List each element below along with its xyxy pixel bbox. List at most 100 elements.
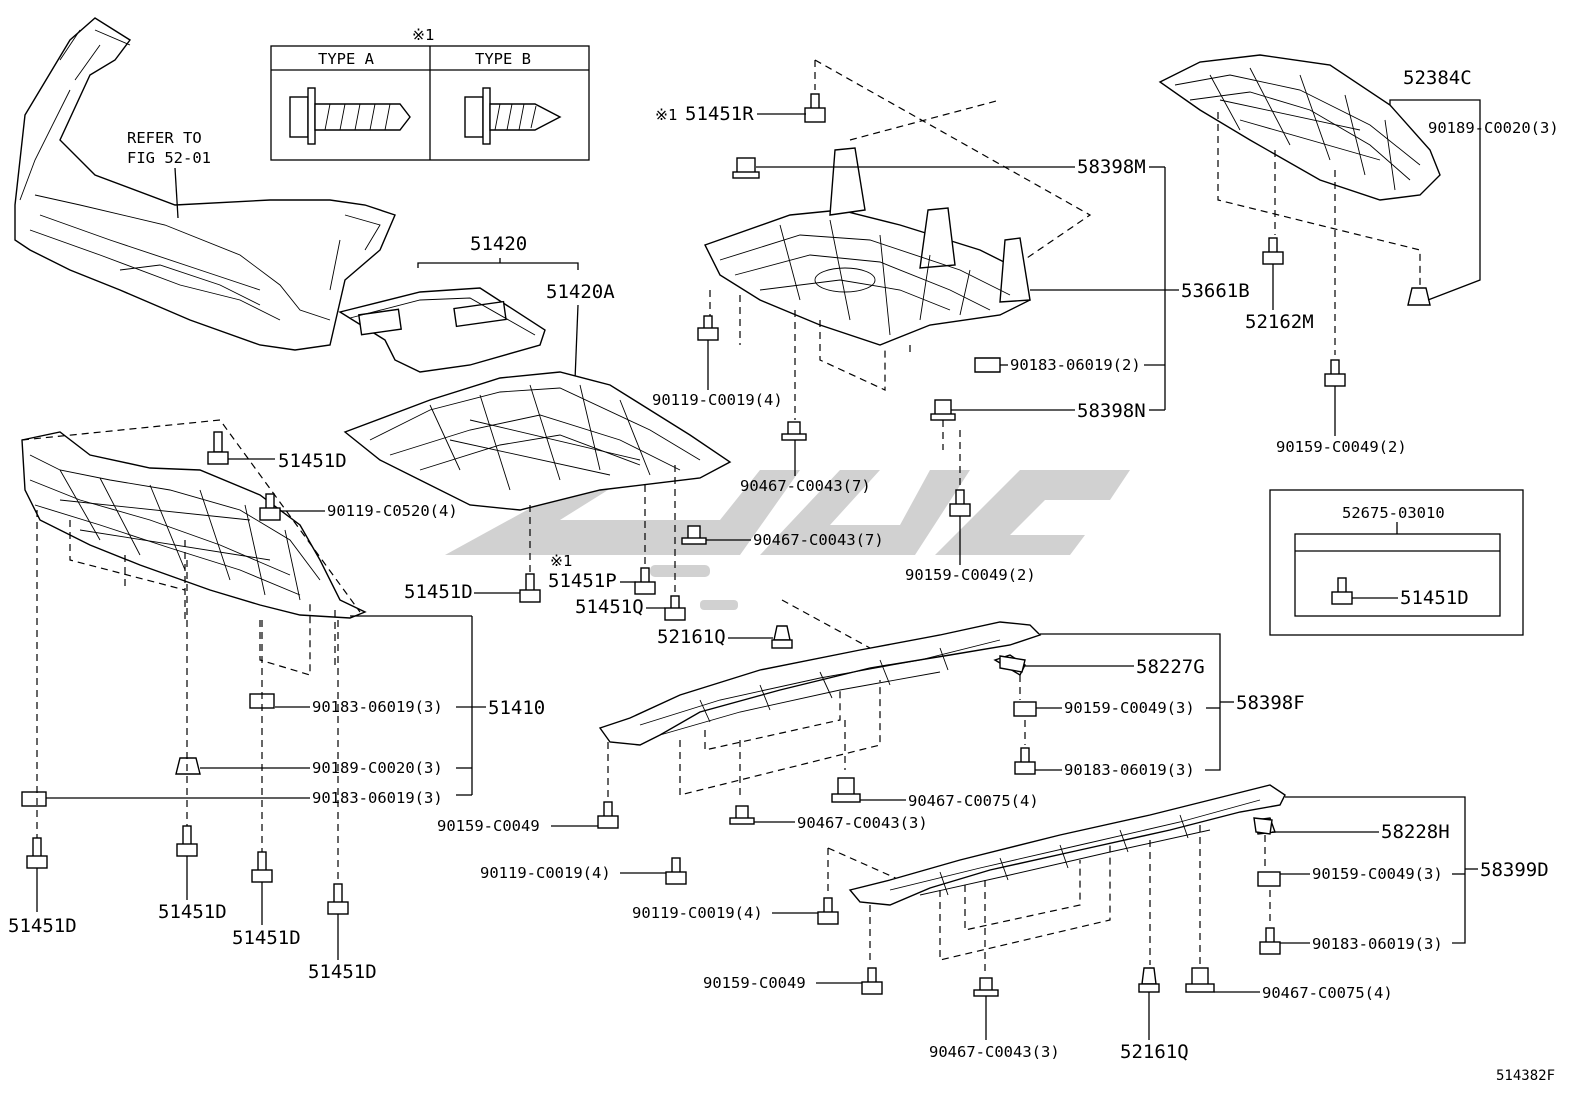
label-90467-C0075-b: 90467-C0075(4) [1262, 984, 1393, 1002]
watermark-logo [445, 470, 1130, 610]
label-90467-C0043-d: 90467-C0043(3) [929, 1043, 1060, 1061]
fastener-90159-C0049-a-icon [597, 801, 619, 829]
bolt-type-a-icon [289, 87, 411, 145]
clip-90467-C0043-a-icon [781, 421, 807, 441]
type-a-label: TYPE A [318, 50, 375, 68]
label-58398M: 58398M [1077, 156, 1146, 178]
part-51420-pad [338, 287, 546, 373]
kit-box-part: 51451D [1400, 587, 1469, 609]
fastener-51451D-c-icon [26, 837, 48, 869]
refer-line1: REFER TO [127, 129, 202, 147]
label-90183-06019-b: 90183-06019(3) [312, 789, 443, 807]
fastener-51451Q-icon [664, 595, 686, 621]
fastener-51451P-icon [634, 567, 656, 595]
label-51451D-e: 51451D [232, 927, 301, 949]
clip-90467-C0043-d-icon [973, 977, 999, 997]
label-51451R: 51451R [685, 103, 754, 125]
fastener-90119-C0019-b-icon [665, 857, 687, 885]
label-90189-C0020: 90189-C0020(3) [312, 759, 443, 777]
clip-52161Q-a-icon [771, 625, 793, 649]
fastener-51451D-e-icon [251, 851, 273, 883]
fastener-90159-C0049-b-icon [861, 967, 883, 995]
label-51420A: 51420A [546, 281, 615, 303]
fastener-90183-06019-c-icon [1014, 747, 1036, 775]
label-58399D: 58399D [1480, 859, 1549, 881]
label-51420: 51420 [470, 233, 527, 255]
diagram-code: 514382F [1496, 1068, 1555, 1084]
label-90183-06019-c: 90183-06019(2) [1010, 356, 1141, 374]
clip-58228H-icon [1253, 817, 1273, 835]
front-bumper-illustration [14, 17, 396, 351]
type-table: ※1 TYPE A TYPE B [270, 26, 590, 161]
label-90189-C0020-top: 90189-C0020(3) [1428, 119, 1559, 137]
label-52384C: 52384C [1403, 67, 1472, 89]
clip-90467-C0075-a-icon [831, 777, 861, 803]
label-52161Q-b: 52161Q [1120, 1041, 1189, 1063]
type-table-note-mark: ※1 [412, 26, 434, 44]
fastener-51451D-a-icon [207, 431, 229, 465]
nut-90183-06019-c-icon [974, 357, 1001, 373]
clip-90467-C0043-c-icon [729, 805, 755, 825]
label-58398F: 58398F [1236, 692, 1305, 714]
fastener-90119-C0019-c-icon [817, 897, 839, 925]
label-90467-C0075-a: 90467-C0075(4) [908, 792, 1039, 810]
label-90119-C0019-a: 90119-C0019(4) [652, 391, 783, 409]
label-58227G: 58227G [1136, 656, 1205, 678]
label-90467-C0043-a: 90467-C0043(7) [740, 477, 871, 495]
fastener-90119-C0019-a-icon [697, 315, 719, 341]
fastener-90119-C0520-icon [259, 493, 281, 521]
label-51451D-c: 51451D [8, 915, 77, 937]
clip-90467-C0075-b-icon [1185, 967, 1215, 993]
label-51410: 51410 [488, 697, 545, 719]
fastener-51451D-d-icon [176, 825, 198, 857]
note-mark-51451R: ※1 [655, 106, 677, 124]
label-90159-C0049-b2: 90159-C0049 [703, 974, 806, 992]
fastener-90159-C0049-right-icon [1324, 359, 1346, 387]
fastener-51451D-b-icon [519, 573, 541, 603]
clip-90189-C0020-top-icon [1407, 287, 1431, 306]
fastener-51451D-f-icon [327, 883, 349, 915]
label-90119-C0019-b: 90119-C0019(4) [480, 864, 611, 882]
note-mark-51451P: ※1 [550, 552, 572, 570]
label-90183-06019-c2: 90183-06019(3) [1064, 761, 1195, 779]
refer-line2: FIG 52-01 [127, 149, 211, 167]
label-90119-C0019-c: 90119-C0019(4) [632, 904, 763, 922]
nut-90159-C0049-b-icon [1257, 871, 1281, 887]
label-52162M: 52162M [1245, 311, 1314, 333]
label-90159-C0049-right: 90159-C0049(2) [1276, 438, 1407, 456]
label-51451Q: 51451Q [575, 596, 644, 618]
label-58398N: 58398N [1077, 400, 1146, 422]
fastener-52162M-icon [1262, 237, 1284, 265]
clip-90189-C0020-icon [175, 757, 201, 775]
clip-58227G-icon [999, 655, 1026, 673]
label-53661B: 53661B [1181, 280, 1250, 302]
label-90467-C0043-c: 90467-C0043(3) [797, 814, 928, 832]
label-51451D-f: 51451D [308, 961, 377, 983]
label-51451D-d: 51451D [158, 901, 227, 923]
label-51451P: 51451P [548, 570, 617, 592]
label-90183-06019-d: 90183-06019(3) [1312, 935, 1443, 953]
label-90467-C0043-b: 90467-C0043(7) [753, 531, 884, 549]
clip-90467-C0043-b-icon [681, 525, 707, 545]
label-90159-C0049-a: 90159-C0049(3) [1064, 699, 1195, 717]
clip-58398M-icon [732, 157, 760, 179]
label-90159-C0049-b: 90159-C0049(3) [1312, 865, 1443, 883]
label-58228H: 58228H [1381, 821, 1450, 843]
label-51451D-b: 51451D [404, 581, 473, 603]
clip-52161Q-b-icon [1138, 967, 1160, 993]
label-90183-06019-a: 90183-06019(3) [312, 698, 443, 716]
nut-90183-06019-b-icon [21, 791, 47, 807]
bolt-type-b-icon [464, 87, 562, 145]
part-51420A-cover [343, 371, 732, 511]
kit-box: 52675-03010 51451D [1269, 489, 1524, 636]
part-52384C-cover [1158, 54, 1441, 201]
label-90159-C0049-a2: 90159-C0049 [437, 817, 540, 835]
label-51451D-a: 51451D [278, 450, 347, 472]
part-51410-cover [21, 431, 367, 619]
nut-90159-C0049-a-icon [1013, 701, 1037, 717]
part-53661B-cover [704, 147, 1031, 346]
label-90159-C0049-mid: 90159-C0049(2) [905, 566, 1036, 584]
kit-box-title: 52675-03010 [1342, 504, 1445, 522]
fastener-90183-06019-d-icon [1259, 927, 1281, 955]
